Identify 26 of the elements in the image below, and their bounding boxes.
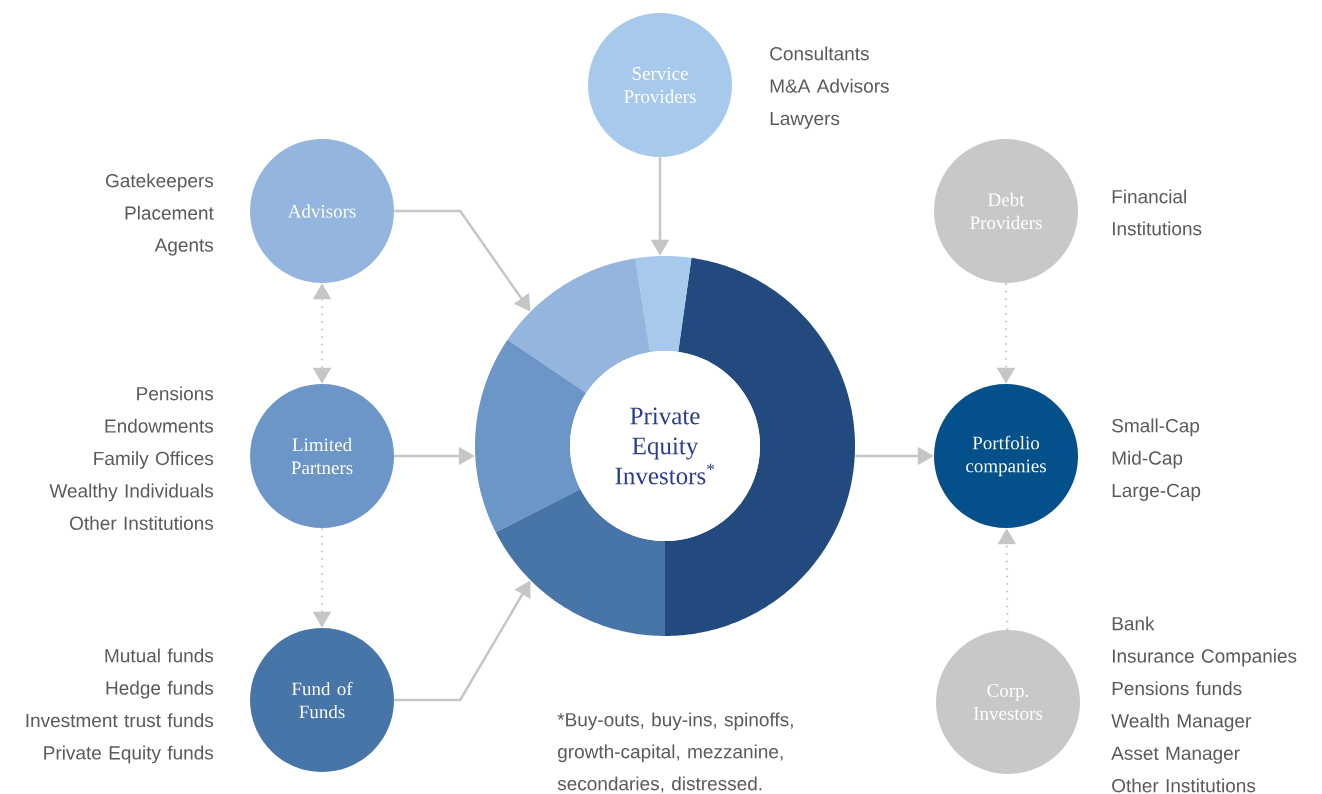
- list-item: Wealth Manager: [1111, 713, 1251, 732]
- list-item: Large-Cap: [1112, 483, 1201, 501]
- list-item: Placement Agents: [125, 205, 214, 256]
- list-item: Insurance Companies: [1112, 648, 1297, 667]
- list-item: Gatekeepers: [106, 173, 214, 192]
- list-item: Pensions: [137, 386, 214, 401]
- list-item: Family Offices: [94, 451, 214, 469]
- list-item: Lawyers: [770, 111, 840, 129]
- list-item: Private Equity funds: [44, 745, 214, 764]
- list-item: Mid-Cap: [1112, 450, 1183, 469]
- list-item: Investment trust funds: [26, 713, 214, 728]
- list-item: Asset Manager: [1111, 746, 1240, 764]
- list-item: Financial Institutions: [1112, 189, 1202, 236]
- list-item: Wealthy Individuals: [49, 483, 214, 502]
- list-item: Other Institutions: [1112, 778, 1256, 793]
- list-item: Consultants: [770, 46, 869, 61]
- footnote: *Buy-outs, buy-ins, spinoffs, growth-capital, mezzanine, secondaries, distressed.: [557, 712, 793, 793]
- list-item: Small-Cap: [1112, 418, 1200, 437]
- list-item: Other Institutions: [70, 516, 214, 530]
- list-item: M&A Advisors: [770, 78, 889, 93]
- list-item: Mutual funds: [105, 648, 214, 663]
- list-item: Pensions funds: [1112, 681, 1242, 696]
- list-item: Bank: [1112, 616, 1155, 631]
- list-item: Hedge funds: [106, 680, 214, 699]
- donut-ring-drawing: Private Equity Investors$^{*}$: [475, 256, 855, 636]
- list-item: Endowments: [105, 418, 214, 433]
